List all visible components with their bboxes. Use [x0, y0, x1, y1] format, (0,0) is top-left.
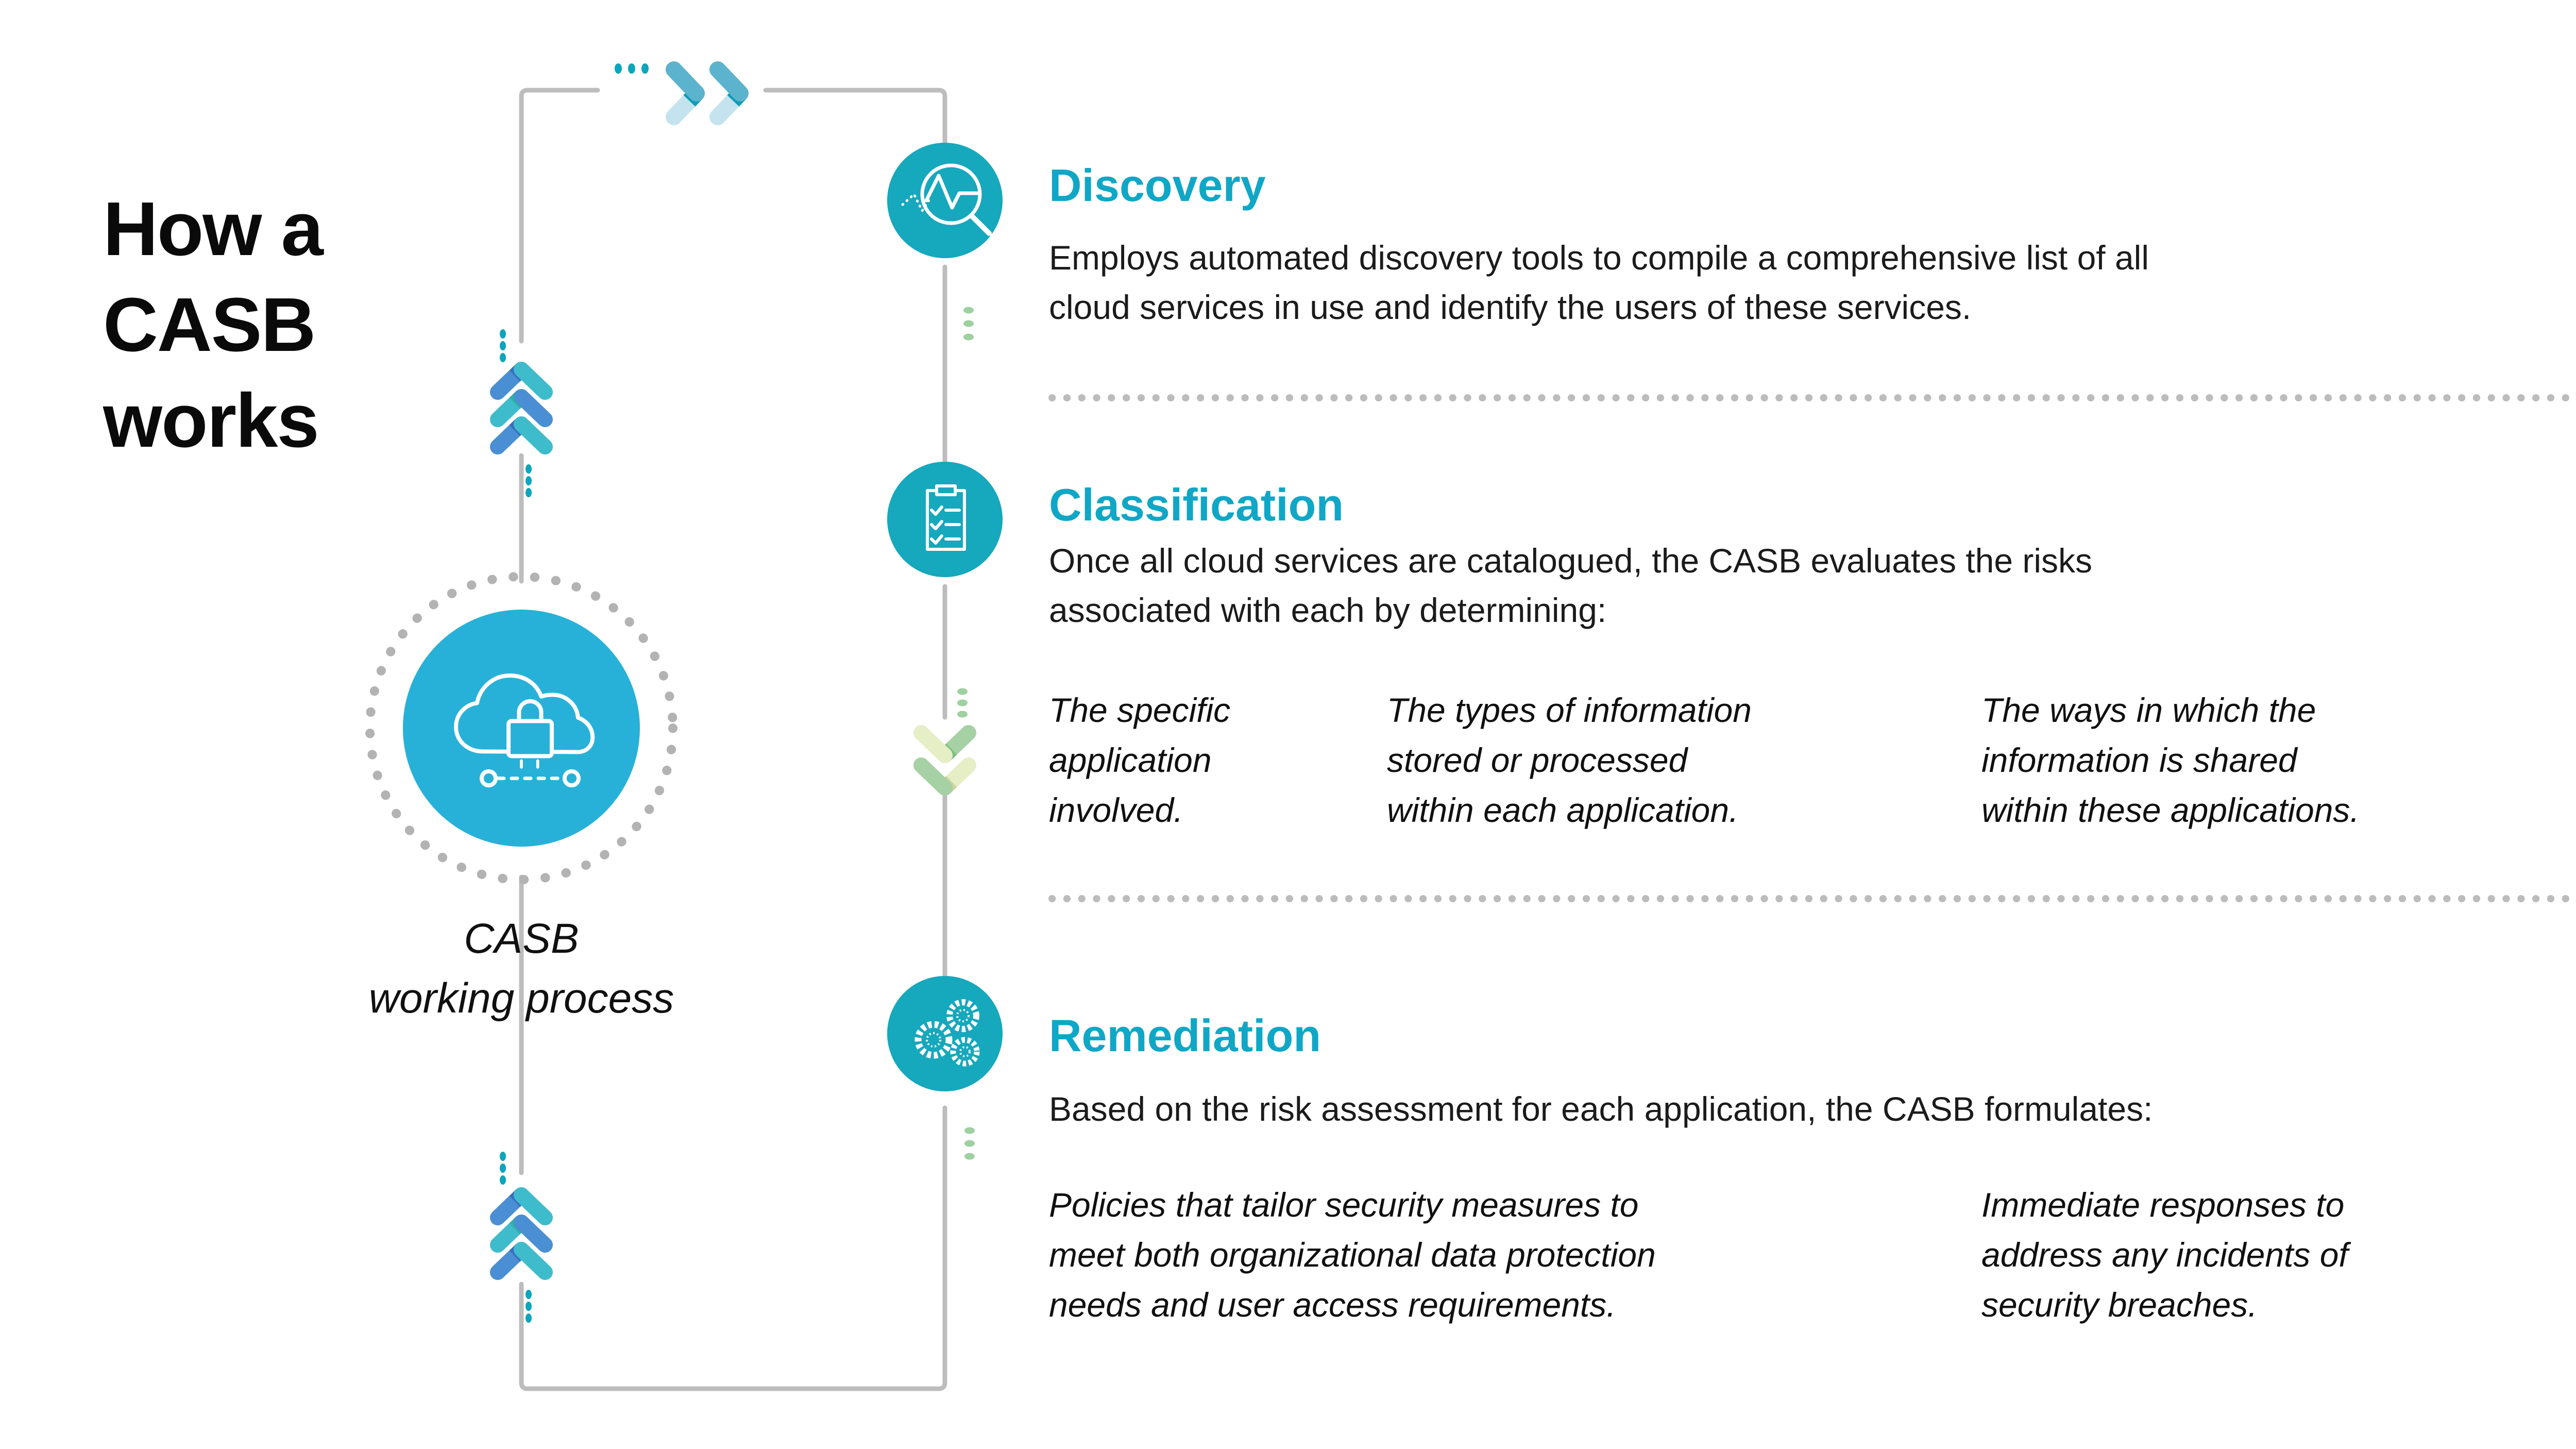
column-line: meet both organizational data protection	[1049, 1236, 1656, 1274]
teal-dots-top	[615, 63, 649, 74]
remediation-heading: Remediation	[1049, 1010, 1321, 1061]
discovery-body-line: cloud services in use and identify the u…	[1049, 288, 1972, 326]
page-title-line: How a	[103, 187, 324, 272]
discovery-body: Employs automated discovery tools to com…	[1049, 233, 2149, 332]
classification-column-2: The types of information stored or proce…	[1387, 685, 1752, 835]
magnifier-pulse-icon	[901, 163, 992, 236]
discovery-body-line: Employs automated discovery tools to com…	[1049, 239, 2149, 277]
column-line: Immediate responses to	[1981, 1186, 2345, 1224]
remediation-body-line: Based on the risk assessment for each ap…	[1049, 1090, 2153, 1128]
column-line: security breaches.	[1981, 1286, 2258, 1324]
classification-body: Once all cloud services are catalogued, …	[1049, 536, 2092, 635]
dotted-ring	[365, 572, 677, 884]
remediation-node	[887, 976, 1003, 1091]
classification-column-1: The specific application involved.	[1049, 685, 1230, 835]
green-dots-below-discovery	[963, 307, 974, 341]
teal-dots-bottom-left-upper	[500, 1152, 506, 1185]
checklist-icon	[926, 484, 966, 551]
column-line: Policies that tailor security measures t…	[1049, 1186, 1639, 1224]
remediation-body: Based on the risk assessment for each ap…	[1049, 1084, 2153, 1134]
classification-heading: Classification	[1049, 479, 1344, 530]
column-line: needs and user access requirements.	[1049, 1286, 1616, 1324]
center-node-label-line: CASB	[464, 915, 579, 962]
triple-chevron-up-icon-bottom-left	[490, 1187, 553, 1280]
column-line: involved.	[1049, 791, 1183, 829]
center-node-label: CASB working process	[264, 909, 779, 1029]
column-line: address any incidents of	[1981, 1236, 2348, 1274]
double-chevron-right-icon	[666, 61, 749, 125]
classification-node	[887, 462, 1003, 577]
teal-dots-left-upper	[500, 329, 506, 362]
discovery-heading: Discovery	[1049, 160, 1266, 211]
column-line: within these applications.	[1981, 791, 2360, 829]
page-title-line: works	[103, 378, 319, 463]
remediation-column-2: Immediate responses to address any incid…	[1981, 1180, 2348, 1330]
discovery-node	[887, 143, 1003, 258]
teal-dots-left-lower	[526, 464, 532, 497]
column-line: The ways in which the	[1981, 691, 2316, 729]
column-line: application	[1049, 741, 1212, 779]
column-line: stored or processed	[1387, 741, 1688, 779]
casb-center-node	[403, 610, 640, 847]
triple-chevron-up-icon-top-left	[490, 362, 553, 454]
classification-body-line: Once all cloud services are catalogued, …	[1049, 542, 2093, 580]
page-title-line: CASB	[103, 282, 316, 367]
double-chevron-down-icon	[913, 725, 976, 796]
page-title: How a CASB works	[103, 181, 567, 469]
teal-dots-bottom-left-lower	[526, 1290, 532, 1323]
column-line: The specific	[1049, 691, 1231, 729]
remediation-column-1: Policies that tailor security measures t…	[1049, 1180, 1656, 1330]
green-dots-below-remediation	[964, 1127, 975, 1160]
classification-column-3: The ways in which the information is sha…	[1981, 685, 2360, 835]
flow-loop-line	[519, 88, 947, 1391]
green-dots-classification	[957, 688, 968, 718]
classification-body-line: associated with each by determining:	[1049, 591, 1607, 629]
column-line: within each application.	[1387, 791, 1739, 829]
cloud-lock-icon	[454, 673, 595, 788]
gears-icon	[914, 999, 980, 1067]
center-node-label-line: working process	[368, 975, 674, 1022]
column-line: The types of information	[1387, 691, 1752, 729]
column-line: information is shared	[1981, 741, 2297, 779]
